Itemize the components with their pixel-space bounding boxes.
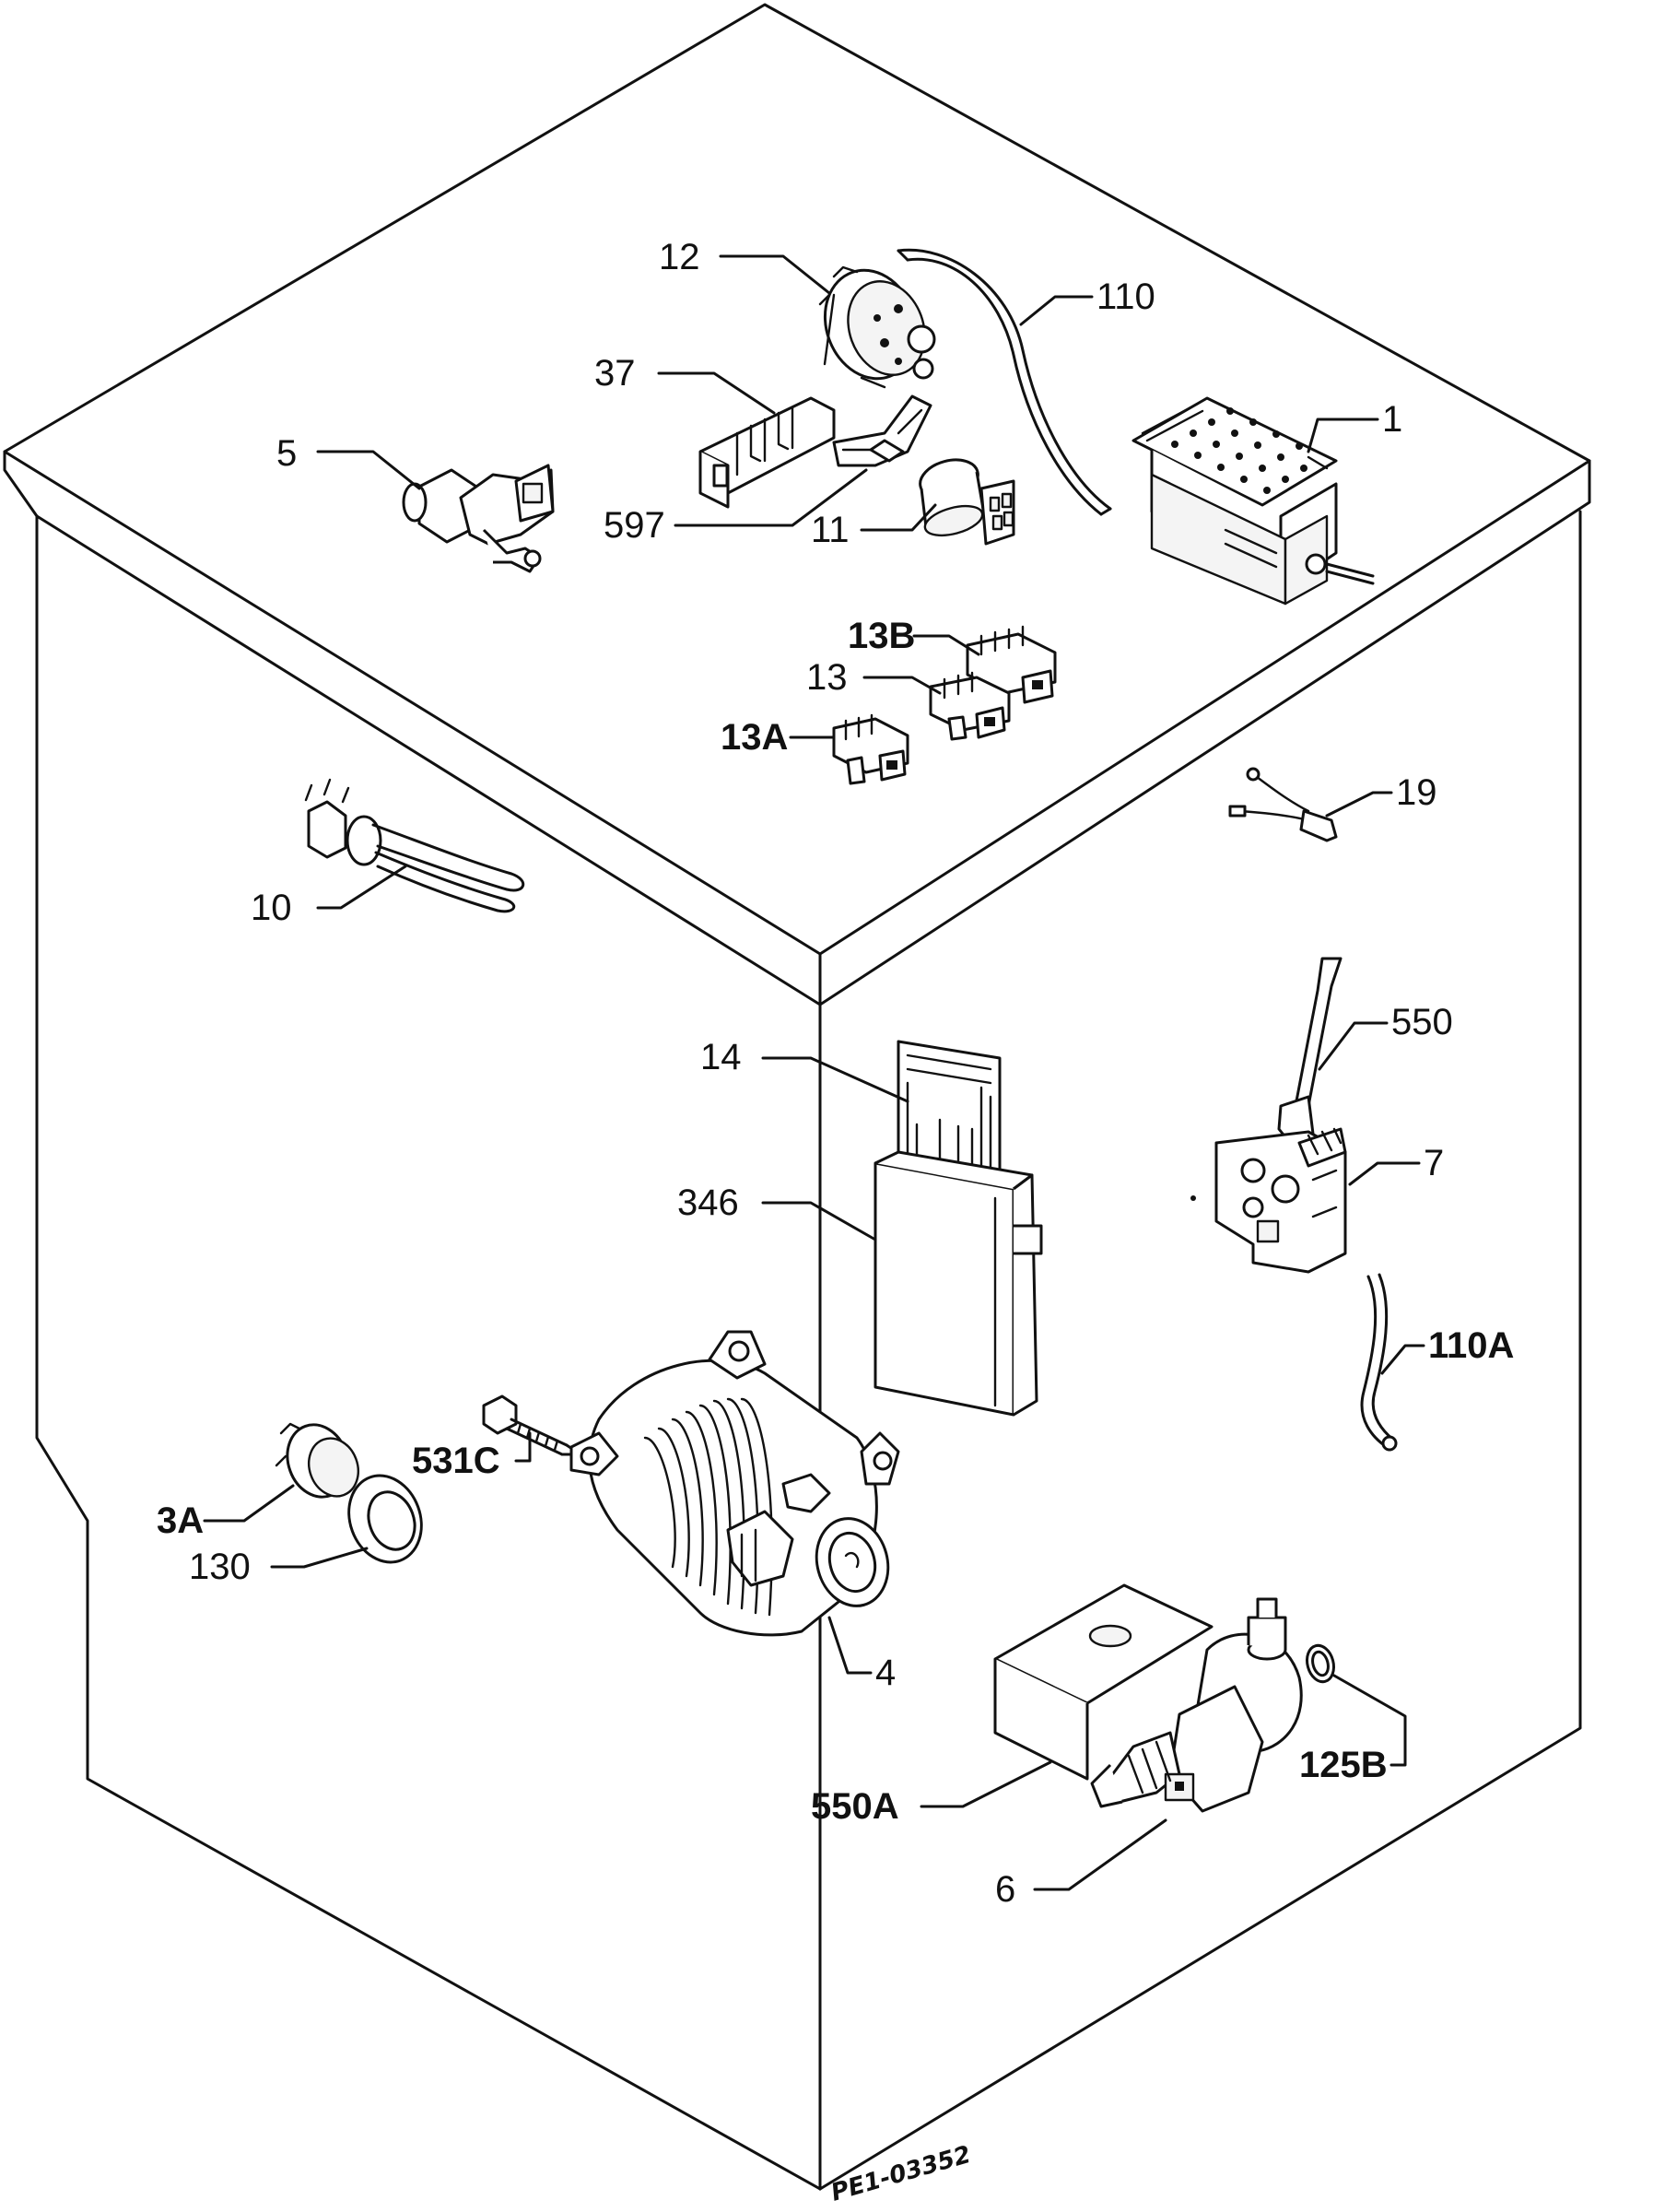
leader-line-7 [1348, 1161, 1421, 1186]
leader-line-12 [719, 254, 831, 295]
o-ring-part-125b [1306, 1643, 1335, 1684]
callout-10: 10 [251, 888, 292, 928]
callout-37: 37 [594, 353, 636, 394]
leader-line-5 [316, 450, 421, 490]
leader-line-6 [1033, 1818, 1167, 1891]
leader-line-13b [912, 634, 980, 656]
leader-line-125b [1332, 1674, 1407, 1767]
leader-line-13 [862, 676, 942, 695]
callout-597: 597 [604, 505, 665, 546]
bracket-part-597 [832, 394, 932, 467]
callout-346: 346 [677, 1182, 739, 1223]
leader-line-346 [761, 1201, 877, 1241]
leader-line-597 [674, 468, 868, 527]
callout-14: 14 [700, 1037, 742, 1077]
door-lock-box-part-346 [874, 1150, 1043, 1417]
pressure-switch-part-12 [818, 265, 936, 389]
connector-part-13 [929, 671, 1011, 741]
leader-line-130 [270, 1547, 369, 1569]
callout-labels: 12 110 1 37 5 597 11 13B 13 13A 19 10 55… [157, 237, 1514, 1910]
terminal-block-part-37 [698, 396, 836, 509]
cap-part-3a [275, 1422, 359, 1499]
plate-part-550a [993, 1583, 1214, 1781]
hose-part-110 [897, 248, 1112, 516]
callout-531c: 531C [412, 1441, 500, 1481]
cabinet-outline [3, 3, 1591, 2191]
pump-motor-part-4 [569, 1330, 900, 1637]
leader-line-550a [920, 1760, 1052, 1808]
callout-550: 550 [1391, 1002, 1453, 1042]
callout-125b: 125B [1299, 1745, 1388, 1785]
drain-pump-part-6 [1090, 1597, 1303, 1813]
callout-7: 7 [1424, 1143, 1444, 1183]
callout-3a: 3A [157, 1500, 204, 1541]
leader-line-14 [761, 1056, 909, 1103]
hose-part-110a [1360, 1273, 1398, 1452]
inlet-valve-part-5 [402, 464, 555, 573]
callout-13b: 13B [848, 616, 915, 656]
leader-line-3a [203, 1484, 295, 1523]
leader-line-11 [860, 503, 937, 532]
callout-6: 6 [995, 1869, 1015, 1910]
callout-110a: 110A [1428, 1325, 1514, 1366]
connector-part-13b [966, 625, 1057, 704]
lever-part-550 [1277, 957, 1343, 1145]
leader-line-4 [827, 1616, 873, 1675]
seal-part-130 [347, 1474, 423, 1564]
callout-4: 4 [875, 1653, 896, 1693]
callout-11: 11 [811, 510, 850, 550]
leader-line-1 [1307, 418, 1379, 453]
drawing-code: PE1-03352 [828, 2141, 974, 2207]
leader-line-110 [1019, 295, 1094, 326]
leader-line-10 [316, 865, 407, 910]
capacitor-part-11 [919, 458, 1015, 546]
callout-13: 13 [806, 657, 848, 698]
callout-130: 130 [189, 1547, 251, 1587]
callout-12: 12 [659, 237, 700, 277]
door-switch-part-7 [1190, 1127, 1347, 1274]
connector-part-13a [832, 713, 909, 785]
heating-element-part-10 [304, 778, 524, 913]
callout-13a: 13A [721, 717, 788, 758]
callout-19: 19 [1396, 772, 1437, 813]
leader-line-19 [1325, 791, 1393, 818]
programmer-timer-part-1 [1131, 396, 1375, 606]
sensor-part-19 [1228, 767, 1338, 842]
leader-line-550 [1318, 1021, 1389, 1071]
leader-line-531c [514, 1431, 532, 1463]
leader-line-37 [657, 371, 776, 415]
leader-line-110a [1380, 1344, 1425, 1375]
callout-550a: 550A [811, 1786, 899, 1827]
callout-110: 110 [1096, 276, 1155, 317]
callout-5: 5 [276, 433, 297, 474]
callout-1: 1 [1382, 399, 1402, 440]
